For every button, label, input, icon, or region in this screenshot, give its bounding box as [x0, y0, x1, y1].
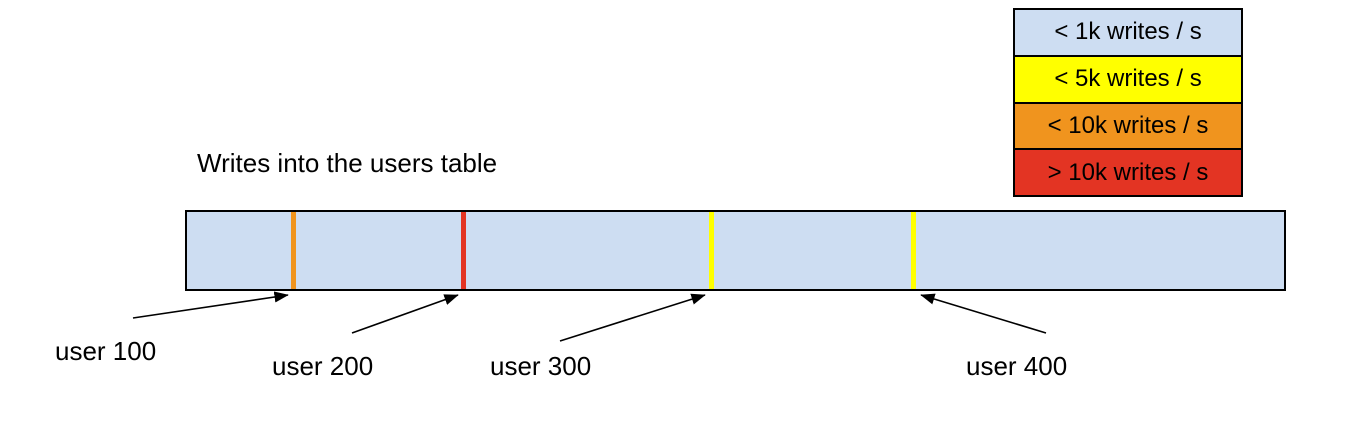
legend-item-lt-5k: < 5k writes / s: [1015, 56, 1241, 104]
diagram-title: Writes into the users table: [197, 148, 498, 178]
arrow-user-300: [559, 293, 706, 342]
write-rate-legend: < 1k writes / s < 5k writes / s < 10k wr…: [1013, 8, 1243, 197]
legend-item-label: > 10k writes / s: [1047, 158, 1209, 186]
arrow-user-100: [132, 291, 289, 319]
arrow-user-400: [920, 293, 1047, 334]
hotspot-marker-user-300: [709, 212, 714, 289]
label-user-400: user 400: [966, 351, 1068, 381]
users-table-bar: [185, 210, 1286, 291]
legend-item-gt-10k: > 10k writes / s: [1015, 150, 1241, 195]
hotspot-marker-user-400: [911, 212, 916, 289]
label-user-100: user 100: [55, 336, 157, 366]
label-user-200: user 200: [272, 351, 374, 381]
legend-item-label: < 5k writes / s: [1054, 65, 1202, 93]
legend-item-label: < 10k writes / s: [1047, 111, 1209, 139]
legend-item-lt-1k: < 1k writes / s: [1015, 10, 1241, 57]
legend-item-label: < 1k writes / s: [1054, 18, 1202, 46]
hotspot-marker-user-100: [291, 212, 296, 289]
hotspot-marker-user-200: [461, 212, 466, 289]
legend-item-lt-10k: < 10k writes / s: [1015, 103, 1241, 151]
label-user-300: user 300: [490, 351, 592, 381]
arrow-user-200: [351, 294, 459, 334]
